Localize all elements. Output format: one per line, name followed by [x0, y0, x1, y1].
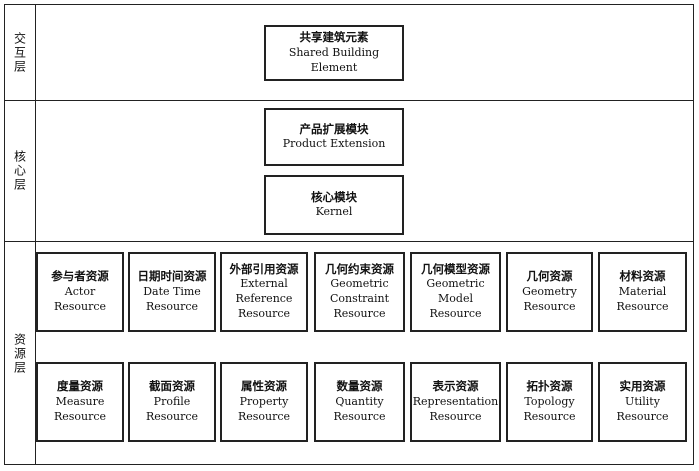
core-resource-divider: [5, 241, 693, 242]
box-en-label: Geometry Resource: [522, 284, 577, 313]
box-zh-label: 数量资源: [336, 379, 383, 394]
box-en-label: Shared Building Element: [288, 45, 380, 74]
measure-resource-box: 度量资源 Measure Resource: [36, 362, 124, 442]
product-extension-box: 产品扩展模块 Product Extension: [264, 108, 404, 166]
resource-layer-label: 资源层: [12, 333, 27, 375]
layer-label-divider: [35, 5, 36, 464]
kernel-box: 核心模块 Kernel: [264, 175, 404, 235]
box-en-label: Quantity Resource: [333, 394, 386, 423]
box-en-label: Utility Resource: [616, 394, 669, 423]
box-zh-label: 表示资源: [432, 379, 479, 394]
box-en-label: Kernel: [315, 205, 353, 219]
geometric-model-resource-box: 几何模型资源 Geometric Model Resource: [410, 252, 501, 332]
shared-building-element-box: 共享建筑元素 Shared Building Element: [264, 25, 404, 81]
material-resource-box: 材料资源 Material Resource: [598, 252, 687, 332]
box-zh-label: 产品扩展模块: [299, 121, 369, 136]
interaction-layer-label: 交互层: [12, 31, 27, 74]
geometric-constraint-resource-box: 几何约束资源 Geometric Constraint Resource: [314, 252, 405, 332]
property-resource-box: 属性资源 Property Resource: [220, 362, 308, 442]
box-zh-label: 实用资源: [619, 379, 666, 394]
geometry-resource-box: 几何资源 Geometry Resource: [506, 252, 593, 332]
box-en-label: Topology Resource: [523, 394, 576, 423]
external-reference-resource-box: 外部引用资源 External Reference Resource: [220, 252, 308, 332]
box-zh-label: 共享建筑元素: [299, 30, 369, 45]
core-layer-label: 核心层: [12, 150, 27, 192]
box-en-label: Measure Resource: [53, 394, 107, 423]
box-en-label: Product Extension: [282, 137, 386, 151]
box-en-label: Profile Resource: [145, 394, 199, 423]
box-en-label: Date Time Resource: [143, 284, 201, 313]
box-zh-label: 几何资源: [526, 269, 573, 284]
box-zh-label: 截面资源: [149, 379, 195, 394]
diagram-frame: 交互层 核心层 资源层 共享建筑元素 Shared Building Eleme…: [4, 4, 694, 465]
box-zh-label: 日期时间资源: [137, 269, 207, 284]
interaction-core-divider: [5, 100, 693, 101]
box-zh-label: 度量资源: [57, 379, 103, 394]
utility-resource-box: 实用资源 Utility Resource: [598, 362, 687, 442]
box-en-label: Property Resource: [237, 394, 291, 423]
box-zh-label: 参与者资源: [51, 269, 109, 284]
box-en-label: Material Resource: [616, 284, 669, 313]
box-en-label: Geometric Model Resource: [426, 277, 485, 321]
profile-resource-box: 截面资源 Profile Resource: [128, 362, 216, 442]
actor-resource-box: 参与者资源 Actor Resource: [36, 252, 124, 332]
box-zh-label: 拓扑资源: [526, 379, 573, 394]
box-en-label: Actor Resource: [53, 284, 107, 313]
box-zh-label: 核心模块: [311, 189, 357, 204]
box-zh-label: 属性资源: [241, 379, 287, 394]
date-time-resource-box: 日期时间资源 Date Time Resource: [128, 252, 216, 332]
topology-resource-box: 拓扑资源 Topology Resource: [506, 362, 593, 442]
box-zh-label: 材料资源: [619, 269, 666, 284]
representation-resource-box: 表示资源 Representation Resource: [410, 362, 501, 442]
box-en-label: Geometric Constraint Resource: [329, 277, 390, 321]
box-zh-label: 几何约束资源: [325, 261, 394, 276]
quantity-resource-box: 数量资源 Quantity Resource: [314, 362, 405, 442]
box-zh-label: 外部引用资源: [229, 261, 299, 276]
box-en-label: Representation Resource: [412, 394, 499, 423]
box-zh-label: 几何模型资源: [421, 261, 490, 276]
box-en-label: External Reference Resource: [235, 277, 293, 321]
